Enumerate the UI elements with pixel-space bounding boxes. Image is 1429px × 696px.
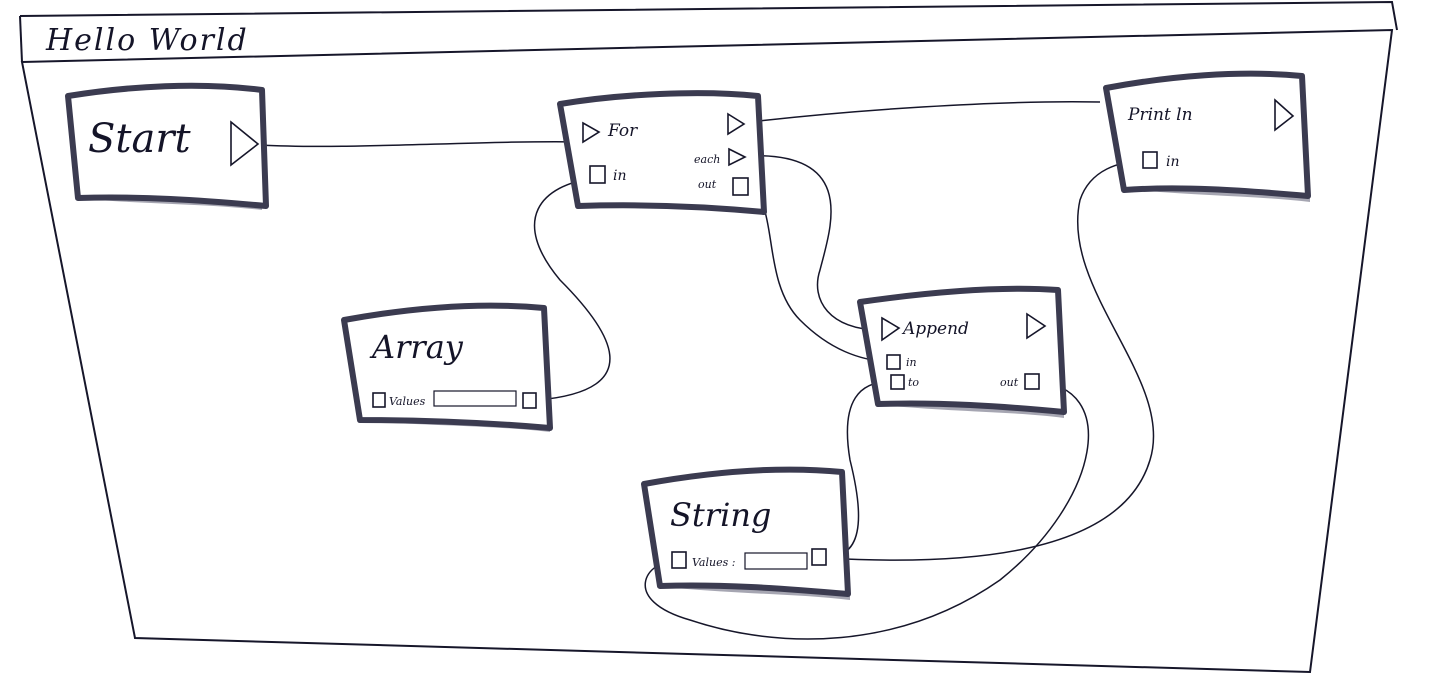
for-in-label: in xyxy=(613,168,627,184)
array-values-in-port[interactable] xyxy=(372,392,386,408)
append-exec-out[interactable] xyxy=(1026,312,1047,340)
println-in-port[interactable] xyxy=(1142,151,1158,169)
node-string-label: String xyxy=(670,496,771,534)
wires xyxy=(259,101,1155,640)
node-append-label: Append xyxy=(901,319,969,339)
string-values-input[interactable] xyxy=(744,552,808,570)
wire-string-appendto xyxy=(824,381,894,557)
for-out-label: out xyxy=(698,178,717,191)
println-in-label: in xyxy=(1166,154,1180,170)
append-in-port[interactable] xyxy=(886,354,901,370)
window-title: Hello World xyxy=(45,23,249,58)
for-exec-out[interactable] xyxy=(727,112,746,136)
node-append[interactable]: Append in to out xyxy=(857,285,1067,418)
wire-foreach-append xyxy=(744,155,881,331)
wire-for-println xyxy=(741,101,1101,124)
node-for-label: For xyxy=(607,121,638,141)
append-to-label: to xyxy=(908,376,919,389)
wire-string-printlnin xyxy=(824,161,1155,561)
append-in-label: in xyxy=(906,356,917,369)
wire-array-forin xyxy=(533,177,611,401)
array-values-label: Values xyxy=(389,395,426,408)
for-exec-in[interactable] xyxy=(582,121,601,144)
node-println[interactable]: Print ln in xyxy=(1103,70,1311,202)
for-each-label: each xyxy=(694,153,720,166)
node-array-label: Array xyxy=(369,328,464,366)
append-out-port[interactable] xyxy=(1024,373,1040,390)
string-out-port[interactable] xyxy=(811,548,827,566)
string-values-label: Values : xyxy=(692,556,735,569)
append-to-port[interactable] xyxy=(890,374,905,390)
for-each-out[interactable] xyxy=(728,147,747,167)
start-exec-out[interactable] xyxy=(230,120,260,167)
node-string[interactable]: String Values : xyxy=(641,466,851,600)
println-exec-out[interactable] xyxy=(1274,98,1295,132)
wire-start-for xyxy=(259,140,586,148)
node-start-label: Start xyxy=(88,116,191,162)
append-out-label: out xyxy=(1000,376,1019,389)
wire-appendout-stringvalues xyxy=(644,381,1090,640)
for-out-port[interactable] xyxy=(732,177,749,196)
node-println-label: Print ln xyxy=(1127,105,1193,125)
for-in-port[interactable] xyxy=(589,165,606,184)
array-out-port[interactable] xyxy=(522,392,537,409)
append-exec-in[interactable] xyxy=(881,316,901,342)
node-array[interactable]: Array Values xyxy=(341,302,553,432)
node-start[interactable]: Start xyxy=(65,82,269,210)
string-values-in-port[interactable] xyxy=(671,551,687,569)
window-frame xyxy=(19,0,1398,674)
node-for[interactable]: For each in out xyxy=(557,90,767,215)
array-values-input[interactable] xyxy=(433,390,517,407)
